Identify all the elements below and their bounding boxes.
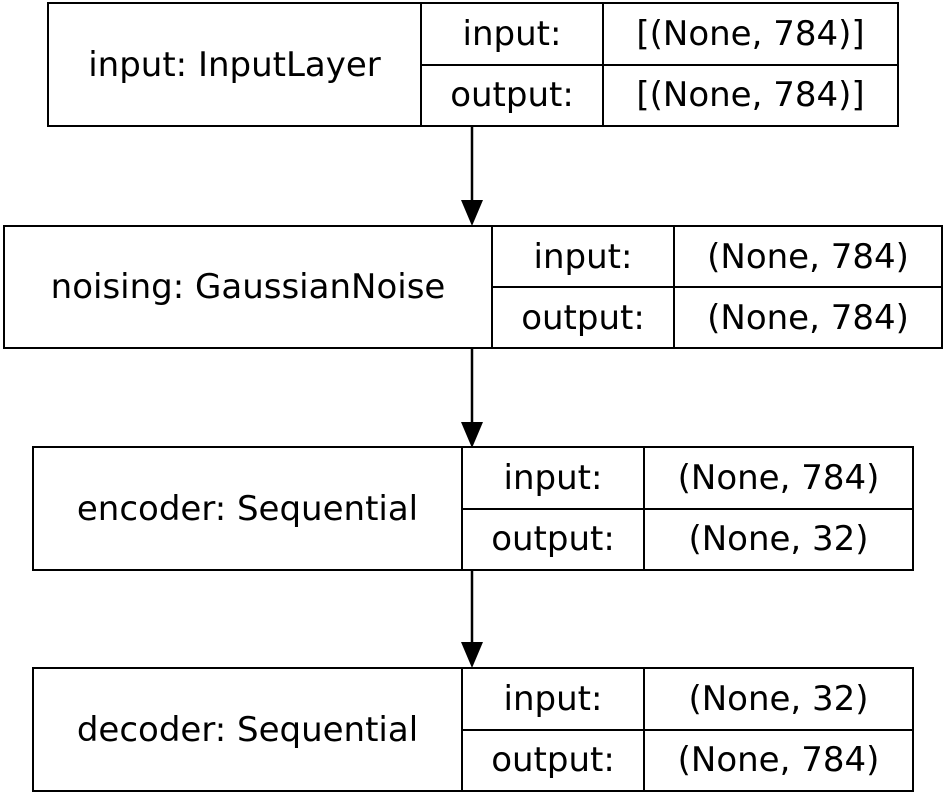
io-output-value: (None, 32) bbox=[688, 519, 869, 560]
node-decoder: decoder: Sequential input: (None, 32) ou… bbox=[32, 667, 914, 792]
node-io-table: input: [(None, 784)] output: [(None, 784… bbox=[422, 4, 897, 125]
io-input-value: (None, 784) bbox=[677, 457, 880, 498]
edge-encoder-to-decoder bbox=[461, 570, 483, 668]
io-row-output: output: [(None, 784)] bbox=[422, 63, 897, 125]
io-input-value: (None, 32) bbox=[688, 678, 869, 719]
io-input-label: input: bbox=[463, 448, 645, 508]
node-io-table: input: (None, 784) output: (None, 784) bbox=[493, 227, 941, 347]
edge-input-to-noising bbox=[461, 127, 483, 226]
node-encoder: encoder: Sequential input: (None, 784) o… bbox=[32, 446, 914, 571]
io-output-value: [(None, 784)] bbox=[636, 75, 865, 116]
io-row-input: input: (None, 784) bbox=[463, 448, 912, 508]
io-output-label: output: bbox=[463, 730, 645, 790]
node-title: decoder: Sequential bbox=[34, 669, 463, 790]
io-row-output: output: (None, 784) bbox=[463, 728, 912, 790]
node-noising: noising: GaussianNoise input: (None, 784… bbox=[3, 225, 943, 349]
io-output-label: output: bbox=[422, 65, 604, 125]
io-input-value: (None, 784) bbox=[707, 236, 909, 277]
io-input-label: input: bbox=[422, 4, 604, 64]
io-row-output: output: (None, 784) bbox=[493, 286, 941, 347]
io-output-label: output: bbox=[463, 509, 645, 569]
io-row-input: input: [(None, 784)] bbox=[422, 4, 897, 64]
io-input-label: input: bbox=[493, 227, 675, 286]
node-title: noising: GaussianNoise bbox=[5, 227, 493, 347]
io-output-value: (None, 784) bbox=[707, 297, 909, 338]
io-output-label: output: bbox=[493, 288, 675, 347]
node-io-table: input: (None, 784) output: (None, 32) bbox=[463, 448, 912, 569]
node-title: input: InputLayer bbox=[49, 4, 422, 125]
node-title: encoder: Sequential bbox=[34, 448, 463, 569]
io-row-input: input: (None, 32) bbox=[463, 669, 912, 729]
io-input-value: [(None, 784)] bbox=[636, 13, 865, 54]
io-row-output: output: (None, 32) bbox=[463, 507, 912, 569]
node-io-table: input: (None, 32) output: (None, 784) bbox=[463, 669, 912, 790]
io-row-input: input: (None, 784) bbox=[493, 227, 941, 286]
io-input-label: input: bbox=[463, 669, 645, 729]
io-output-value: (None, 784) bbox=[677, 740, 880, 781]
node-input-layer: input: InputLayer input: [(None, 784)] o… bbox=[47, 2, 899, 127]
edge-noising-to-encoder bbox=[461, 348, 483, 448]
